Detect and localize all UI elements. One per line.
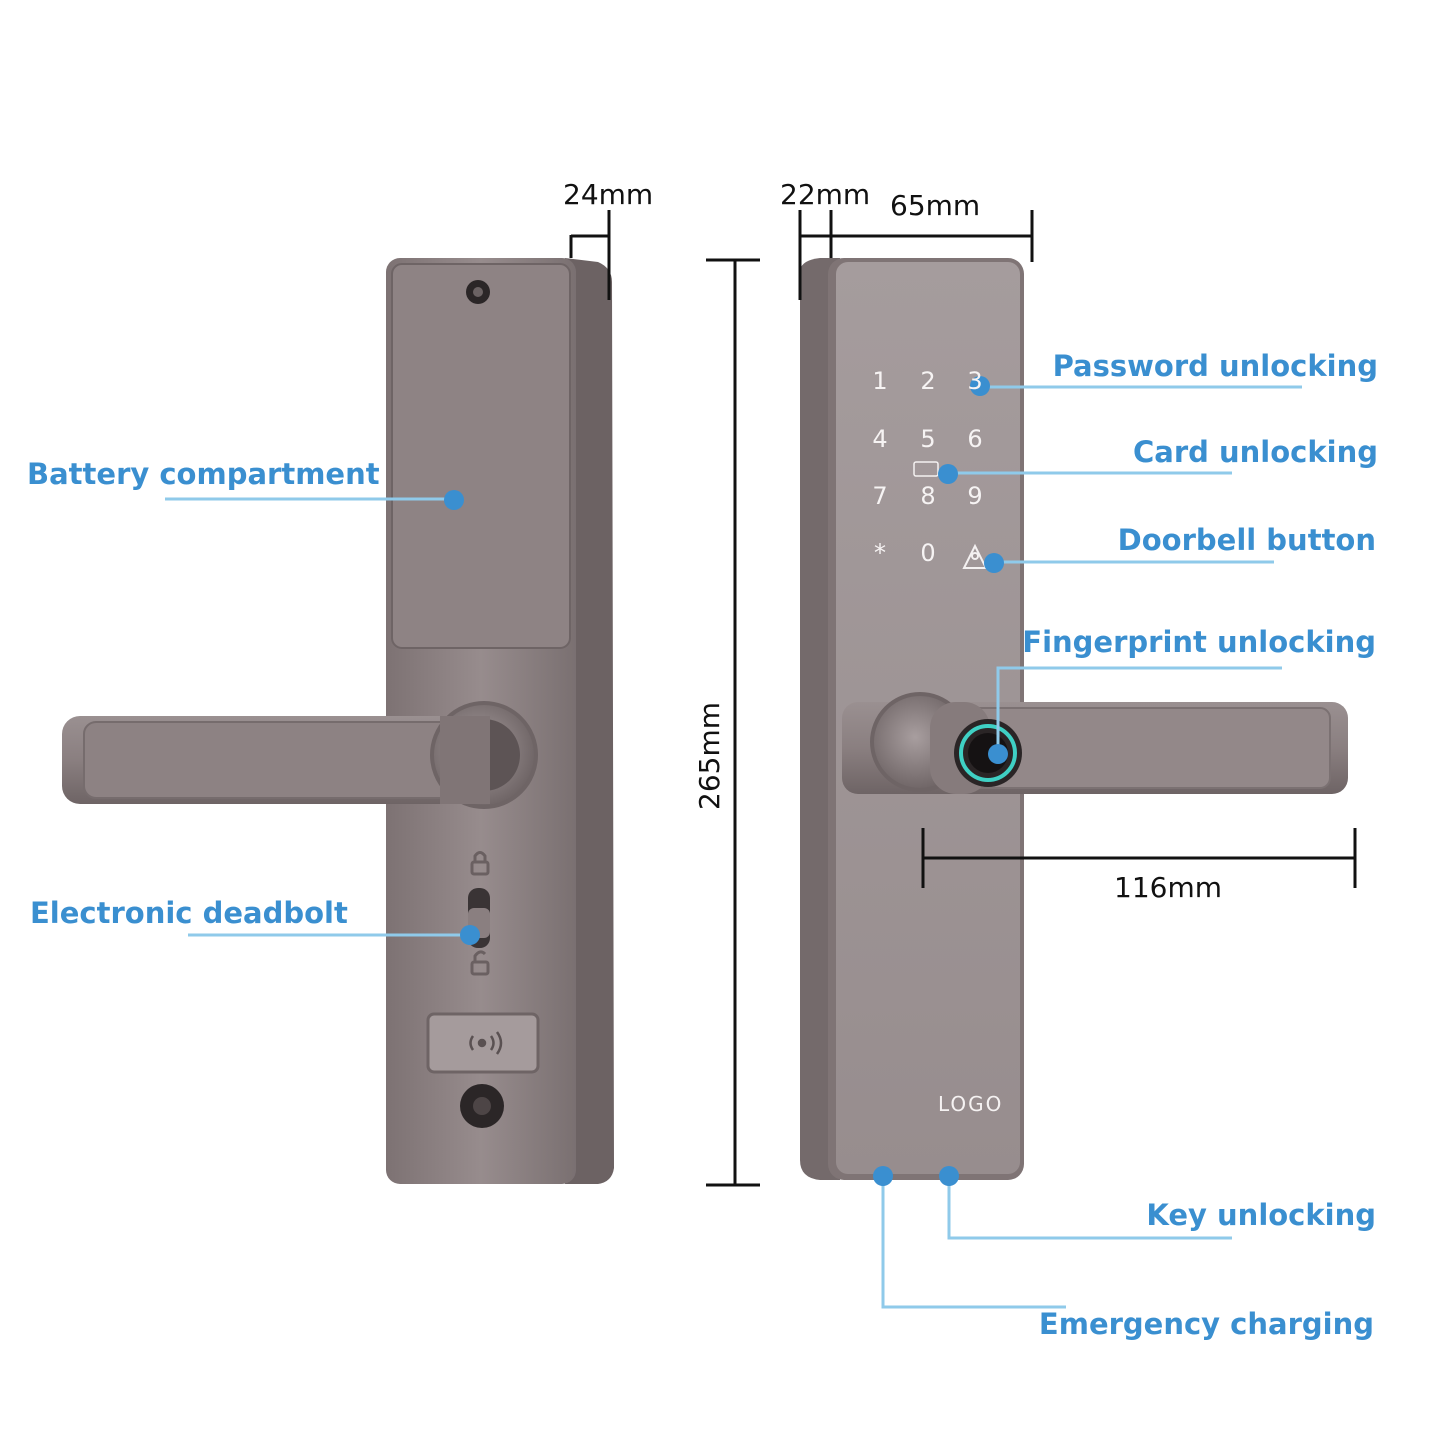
keypad-key-1: 1: [872, 367, 888, 395]
dimension-lines: [569, 210, 1357, 1187]
keypad-key-3: 3: [967, 367, 983, 395]
label-password-unlocking: Password unlocking: [1052, 349, 1378, 383]
card-icon: [913, 461, 939, 477]
label-electronic-deadbolt: Electronic deadbolt: [30, 896, 348, 930]
keypad-key-4: 4: [872, 425, 888, 453]
card-dot: [938, 464, 958, 484]
front-lock: [800, 258, 1348, 1180]
key-dot: [939, 1166, 959, 1186]
nfc-button: [426, 1012, 540, 1074]
label-emergency-charging: Emergency charging: [1038, 1307, 1374, 1341]
keypad-key-5: 5: [920, 425, 936, 453]
keypad-key-2: 2: [920, 367, 936, 395]
back-lever-handle: [62, 701, 538, 809]
fingerprint-sensor: [954, 719, 1022, 787]
keypad-key-8: 8: [920, 482, 936, 510]
panel-logo: LOGO: [938, 1092, 1004, 1116]
back-lock: [62, 258, 614, 1184]
doorbell-icon: [962, 543, 988, 569]
dim-width: 65mm: [890, 189, 981, 222]
doorbell-dot: [984, 553, 1004, 573]
keypad-key-star: *: [874, 539, 886, 567]
battery-cover: [391, 263, 571, 649]
fingerprint-dot: [988, 744, 1008, 764]
deadbolt-dot: [460, 925, 480, 945]
dim-depth-back: 24mm: [563, 178, 654, 211]
password-dot: [970, 376, 990, 396]
label-doorbell-button: Doorbell button: [1117, 523, 1376, 557]
keypad-key-9: 9: [967, 482, 983, 510]
battery-dot: [444, 490, 464, 510]
nfc-icon: [469, 1031, 503, 1055]
emergency-dot: [873, 1166, 893, 1186]
front-lever-handle: [842, 692, 1348, 794]
keypad-key-7: 7: [872, 482, 888, 510]
key-hole-icon: [460, 1084, 504, 1128]
label-key-unlocking: Key unlocking: [1146, 1198, 1376, 1232]
camera-lens-icon: [466, 280, 490, 304]
keypad-key-6: 6: [967, 425, 983, 453]
label-battery-compartment: Battery compartment: [27, 457, 380, 491]
leader-lines: [165, 385, 1302, 1309]
dim-height: 265mm: [693, 702, 726, 810]
label-fingerprint-unlocking: Fingerprint unlocking: [1022, 625, 1376, 659]
dim-depth-front: 22mm: [780, 178, 871, 211]
padlock-locked-icon: [470, 851, 490, 876]
padlock-unlocked-icon: [470, 950, 490, 976]
back-lock-side: [565, 258, 614, 1184]
keypad-key-0: 0: [920, 539, 936, 567]
callout-dots: [444, 376, 1008, 1186]
label-card-unlocking: Card unlocking: [1133, 435, 1378, 469]
dim-handle-length: 116mm: [1114, 871, 1222, 904]
